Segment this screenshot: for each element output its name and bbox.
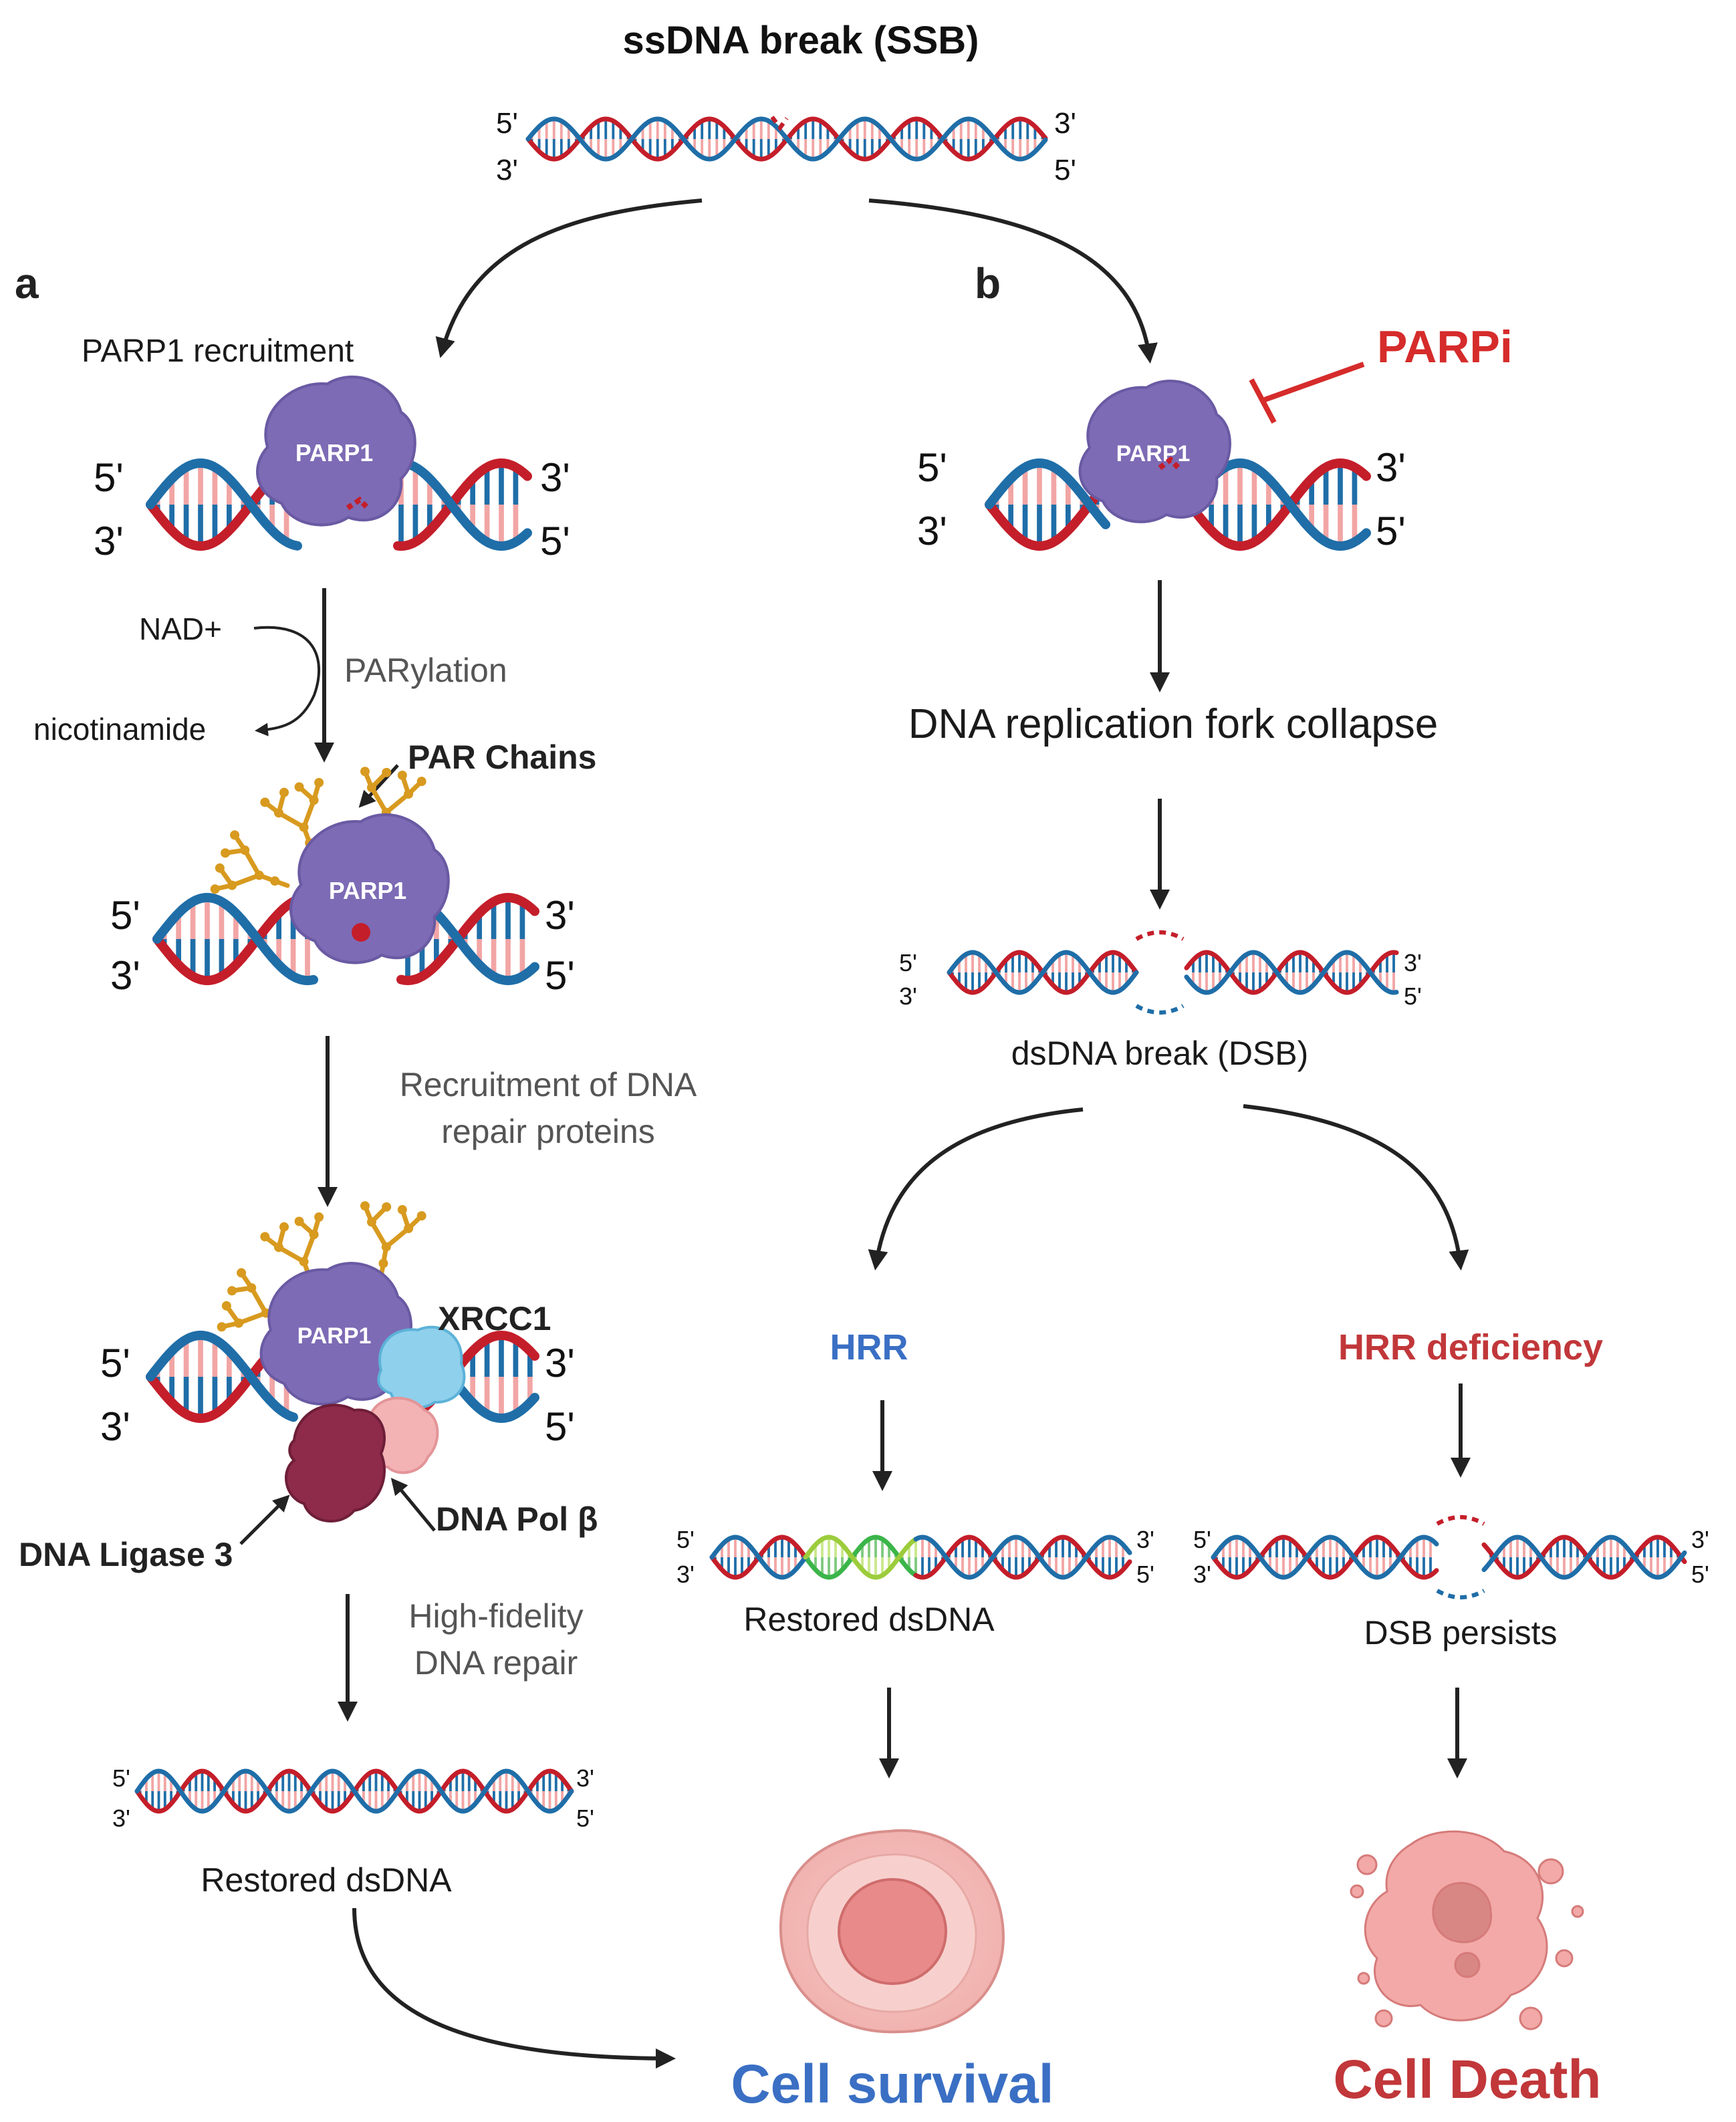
b3-strand-left-top: 5' — [676, 1526, 695, 1553]
fork-collapse-label: DNA replication fork collapse — [908, 701, 1439, 747]
surviving-cell-icon — [779, 1829, 1005, 2034]
a1-strand-left-top: 5' — [94, 455, 124, 500]
b3-strand-right-top: 3' — [1136, 1526, 1154, 1553]
ssb-strand-left-top: 5' — [496, 107, 518, 140]
dna-dsb-persists — [1211, 1514, 1687, 1600]
nad-label: NAD+ — [139, 612, 222, 646]
dsb-label: dsDNA break (DSB) — [1011, 1035, 1309, 1072]
parp1-parylated: PARP1 — [289, 813, 450, 964]
ssb-strand-right-bottom: 5' — [1054, 154, 1076, 186]
ssb-strand-left-bottom: 3' — [496, 154, 518, 186]
a3-strand-right-top: 3' — [545, 1341, 575, 1385]
panel-label-b: b — [975, 259, 1001, 307]
step-parp1-recruitment: PARP1 recruitment — [82, 334, 354, 369]
parp1-trapped-label: PARP1 — [1116, 441, 1191, 467]
b4-strand-left-bottom: 3' — [1193, 1561, 1211, 1588]
dna-pol-beta-label: DNA Pol β — [436, 1500, 598, 1538]
parylation-label: PARylation — [344, 652, 507, 689]
par-chain-3 — [210, 830, 290, 894]
xrcc1-label: XRCC1 — [438, 1300, 551, 1337]
b1-strand-left-bottom: 3' — [917, 509, 947, 553]
dna-hrr-restored — [709, 1535, 1132, 1580]
b2-strand-right-bottom: 5' — [1404, 982, 1422, 1010]
dna-ligase-3-protein — [285, 1404, 386, 1522]
dna-dsb — [947, 930, 1399, 1015]
fidelity-label-2: DNA repair — [414, 1644, 578, 1682]
parpi-label: PARPi — [1377, 321, 1513, 372]
parpi-inhibition-symbol — [1249, 362, 1365, 424]
hrr-label: HRR — [830, 1327, 908, 1367]
panel-label-a: a — [15, 259, 39, 307]
arrow-dsb-to-hrr-def — [1243, 1104, 1469, 1271]
arrow-a-to-survival — [352, 1907, 676, 2069]
restored-dsdna-a-label: Restored dsDNA — [201, 1861, 452, 1899]
par-chains-label: PAR Chains — [408, 739, 597, 776]
cell-survival-label: Cell survival — [731, 2054, 1054, 2115]
hrr-deficiency-label: HRR deficiency — [1338, 1327, 1604, 1367]
b3-strand-left-bottom: 3' — [676, 1561, 695, 1588]
recruitment-label-2: repair proteins — [441, 1113, 655, 1150]
restored-dsdna-b-label: Restored dsDNA — [743, 1601, 995, 1638]
parp1-recruited: PARP1 — [256, 376, 416, 527]
parp1-trapped: PARP1 — [1078, 380, 1231, 523]
b2-strand-left-bottom: 3' — [899, 982, 917, 1010]
a3-strand-right-bottom: 5' — [545, 1404, 575, 1449]
dna-ligase-3-label: DNA Ligase 3 — [19, 1536, 233, 1573]
b4-strand-right-top: 3' — [1691, 1526, 1709, 1553]
a3-strand-left-bottom: 3' — [100, 1404, 130, 1449]
b2-strand-right-top: 3' — [1404, 949, 1422, 976]
arrow-top-to-b — [868, 198, 1158, 364]
a2-strand-right-bottom: 5' — [545, 953, 575, 998]
b3-strand-right-bottom: 5' — [1136, 1561, 1154, 1588]
b1-strand-right-bottom: 5' — [1376, 509, 1406, 553]
a4-strand-left-top: 5' — [112, 1764, 130, 1792]
a2-strand-left-bottom: 3' — [110, 953, 140, 998]
parp1-in-complex-label: PARP1 — [297, 1323, 372, 1349]
dying-cell-icon — [1350, 1830, 1584, 2030]
a4-strand-left-bottom: 3' — [112, 1805, 130, 1832]
dna-ssb-top — [525, 116, 1048, 162]
parylation-cycle-arrow — [253, 626, 320, 737]
recruitment-label-1: Recruitment of DNA — [399, 1066, 697, 1103]
cell-death-label: Cell Death — [1333, 2049, 1602, 2110]
dsb-persists-label: DSB persists — [1364, 1614, 1558, 1651]
arrow-top-to-a — [435, 198, 703, 358]
xrcc1-protein — [377, 1325, 466, 1410]
a4-strand-right-bottom: 5' — [576, 1805, 594, 1832]
arrow-dsb-to-hrr — [868, 1107, 1084, 1271]
ssb-strand-right-top: 3' — [1054, 107, 1076, 140]
a2-strand-left-top: 5' — [110, 893, 140, 938]
nicotinamide-label: nicotinamide — [33, 712, 207, 747]
polb-pointer — [390, 1478, 436, 1532]
b2-strand-left-top: 5' — [899, 949, 917, 976]
a1-strand-left-bottom: 3' — [94, 519, 124, 563]
par-chain-5 — [360, 1201, 426, 1279]
a3-strand-left-top: 5' — [100, 1341, 130, 1385]
parp1-parylated-label: PARP1 — [329, 878, 406, 904]
b4-strand-left-top: 5' — [1193, 1526, 1211, 1553]
b1-strand-left-top: 5' — [917, 445, 947, 490]
ligase-pointer — [239, 1494, 290, 1545]
par-chains-pointer — [358, 764, 399, 808]
a1-strand-right-top: 3' — [540, 455, 570, 500]
dna-restored-a — [134, 1768, 574, 1814]
flow-arrows — [239, 198, 1471, 2069]
parp1-recruited-label: PARP1 — [295, 440, 373, 467]
b4-strand-right-bottom: 5' — [1691, 1561, 1709, 1588]
a1-strand-right-bottom: 5' — [540, 519, 570, 563]
fidelity-label-1: High-fidelity — [408, 1597, 584, 1635]
a2-strand-right-top: 3' — [545, 893, 575, 938]
diagram-title: ssDNA break (SSB) — [622, 19, 979, 62]
a4-strand-right-top: 3' — [576, 1764, 594, 1792]
b1-strand-right-top: 3' — [1376, 445, 1406, 490]
